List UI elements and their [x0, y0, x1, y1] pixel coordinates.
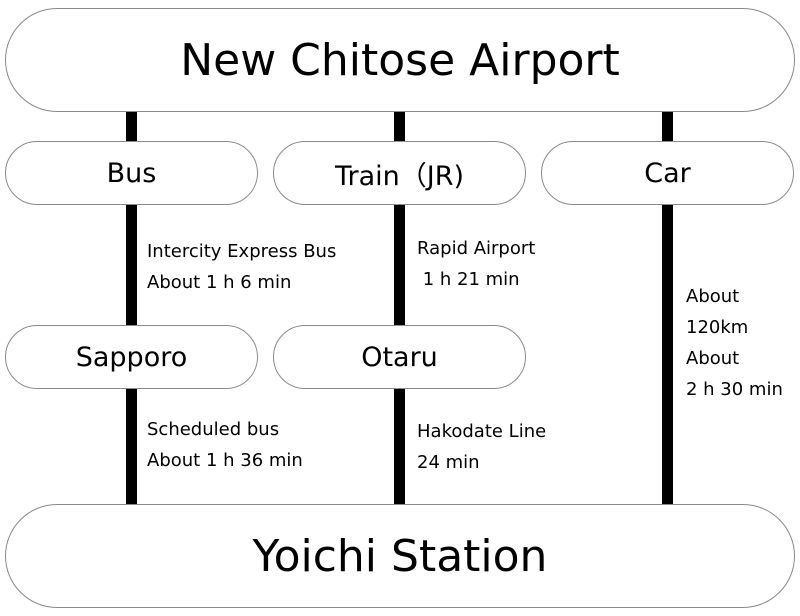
leg-line: About [686, 348, 740, 369]
leg-line: About 1 h 6 min [147, 272, 292, 293]
mode-bus-label: Bus [106, 157, 157, 189]
leg-line: 2 h 30 min [686, 379, 783, 400]
leg-line: 120km [686, 317, 749, 338]
connector-train-otaru [394, 205, 405, 326]
mode-node-train: Train（JR) [273, 141, 526, 205]
leg-line: About 1 h 36 min [147, 450, 303, 471]
stop-node-sapporo: Sapporo [5, 325, 258, 389]
leg-line: 24 min [417, 452, 480, 473]
leg-line: 1 h 21 min [417, 269, 520, 290]
connector-car-yoichi [662, 205, 673, 505]
leg-line: About [686, 286, 740, 307]
origin-label: New Chitose Airport [180, 34, 620, 86]
connector-bus-sapporo [126, 205, 137, 326]
stop-sapporo-label: Sapporo [75, 341, 188, 373]
origin-node-new-chitose-airport: New Chitose Airport [5, 8, 795, 112]
stop-node-otaru: Otaru [273, 325, 526, 389]
connector-sapporo-yoichi [126, 389, 137, 505]
connector-airport-bus [126, 112, 137, 142]
stop-otaru-label: Otaru [361, 341, 438, 373]
leg-label-otaru-to-yoichi: Hakodate Line 24 min [417, 416, 546, 478]
connector-otaru-yoichi [394, 389, 405, 505]
destination-label: Yoichi Station [252, 530, 548, 582]
leg-line: Scheduled bus [147, 419, 280, 440]
leg-line: Hakodate Line [417, 421, 547, 442]
leg-line: Rapid Airport [417, 238, 536, 259]
destination-node-yoichi-station: Yoichi Station [5, 504, 795, 608]
mode-node-car: Car [541, 141, 794, 205]
mode-node-bus: Bus [5, 141, 258, 205]
connector-airport-train [394, 112, 405, 142]
leg-line: Intercity Express Bus [147, 241, 337, 262]
mode-car-label: Car [644, 157, 691, 189]
leg-label-train-to-otaru: Rapid Airport 1 h 21 min [417, 233, 535, 295]
connector-airport-car [662, 112, 673, 142]
mode-train-label: Train（JR) [334, 160, 465, 192]
